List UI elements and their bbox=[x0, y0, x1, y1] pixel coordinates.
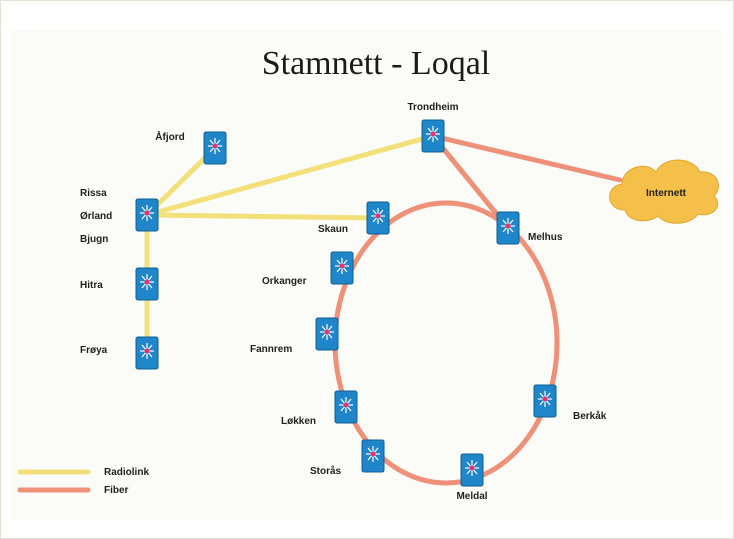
fiber-link-trondheim-internet bbox=[430, 133, 623, 183]
node-label-orland: Ørland bbox=[80, 211, 112, 222]
fiber-link-trondheim-melhus bbox=[430, 133, 511, 231]
radiolink-links bbox=[144, 133, 436, 356]
node-froya: Frøya bbox=[80, 336, 159, 370]
node-berkak: Berkåk bbox=[533, 384, 607, 422]
internet-label: Internett bbox=[646, 188, 687, 199]
legend: Radiolink Fiber bbox=[17, 467, 149, 496]
node-label-melhus: Melhus bbox=[528, 232, 563, 243]
node-label-afjord: Åfjord bbox=[155, 130, 184, 143]
node-label-trondheim: Trondheim bbox=[407, 102, 458, 113]
node-storas: Storås bbox=[310, 439, 385, 477]
fiber-links bbox=[332, 133, 623, 486]
node-label-lokken: Løkken bbox=[281, 416, 316, 427]
cloud-icon bbox=[609, 159, 719, 224]
legend-radiolink-label: Radiolink bbox=[104, 467, 149, 478]
legend-fiber-label: Fiber bbox=[104, 485, 129, 496]
node-label-orkanger: Orkanger bbox=[262, 276, 307, 287]
node-label-berkak: Berkåk bbox=[573, 410, 607, 422]
node-meldal: Meldal bbox=[456, 453, 488, 502]
node-hitra: Hitra bbox=[80, 267, 159, 301]
internet-cloud: Internett bbox=[609, 159, 719, 224]
node-orkanger: Orkanger bbox=[262, 251, 354, 287]
node-label-fannrem: Fannrem bbox=[250, 344, 292, 355]
node-orland: Rissa Ørland Bjugn bbox=[80, 188, 159, 245]
node-trondheim: Trondheim bbox=[407, 102, 459, 153]
node-melhus: Melhus bbox=[496, 211, 563, 245]
radio-link-orland-skaun bbox=[144, 212, 381, 221]
node-skaun: Skaun bbox=[318, 201, 390, 235]
node-afjord: Åfjord bbox=[155, 130, 227, 165]
node-label-skaun: Skaun bbox=[318, 224, 348, 235]
node-label-storas: Storås bbox=[310, 465, 342, 477]
radio-link-orland-trondheim bbox=[144, 133, 436, 218]
node-fannrem: Fannrem bbox=[250, 317, 339, 355]
node-label-froya: Frøya bbox=[80, 345, 108, 356]
node-label-rissa: Rissa bbox=[80, 188, 107, 199]
node-label-bjugn: Bjugn bbox=[80, 234, 108, 245]
diagram-title: Stamnett - Loqal bbox=[262, 45, 491, 82]
node-lokken: Løkken bbox=[281, 390, 358, 427]
node-label-meldal: Meldal bbox=[456, 491, 487, 502]
node-label-hitra: Hitra bbox=[80, 280, 103, 291]
